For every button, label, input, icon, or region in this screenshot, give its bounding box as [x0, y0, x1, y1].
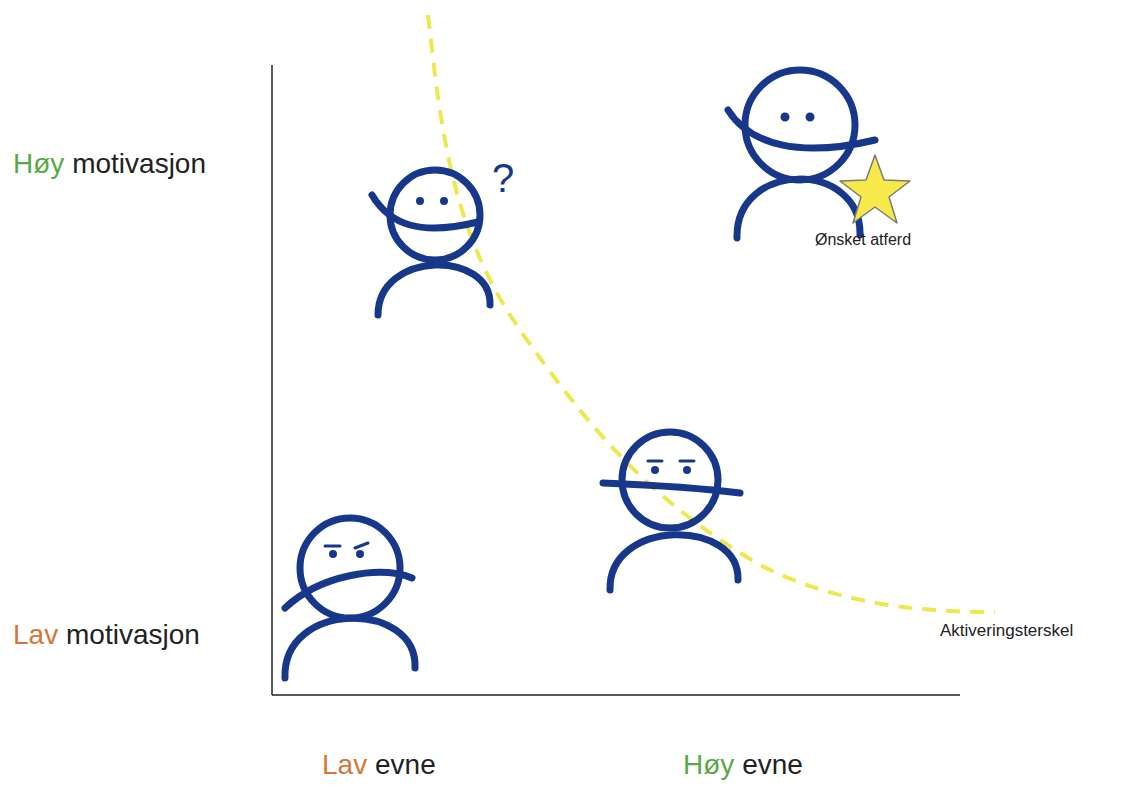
grumpy-figure	[285, 518, 415, 678]
level-word: Lav	[322, 751, 367, 779]
activation-threshold-curve	[428, 15, 995, 612]
threshold-label: Aktiveringsterskel	[940, 622, 1073, 639]
target-behaviour-label: Ønsket atferd	[815, 232, 911, 248]
star	[840, 155, 910, 223]
happy-figure	[728, 70, 875, 238]
axis-label: evne	[375, 751, 436, 779]
axis-label: motivasjon	[66, 621, 200, 649]
level-word: Høy	[683, 751, 734, 779]
confused-figure	[372, 170, 490, 315]
figures	[285, 70, 875, 678]
axis-label: evne	[742, 751, 803, 779]
axis-label: motivasjon	[72, 150, 206, 178]
level-word: Høy	[13, 150, 64, 178]
question-mark: ?	[492, 158, 514, 198]
neutral-figure	[603, 432, 740, 590]
level-word: Lav	[13, 621, 58, 649]
